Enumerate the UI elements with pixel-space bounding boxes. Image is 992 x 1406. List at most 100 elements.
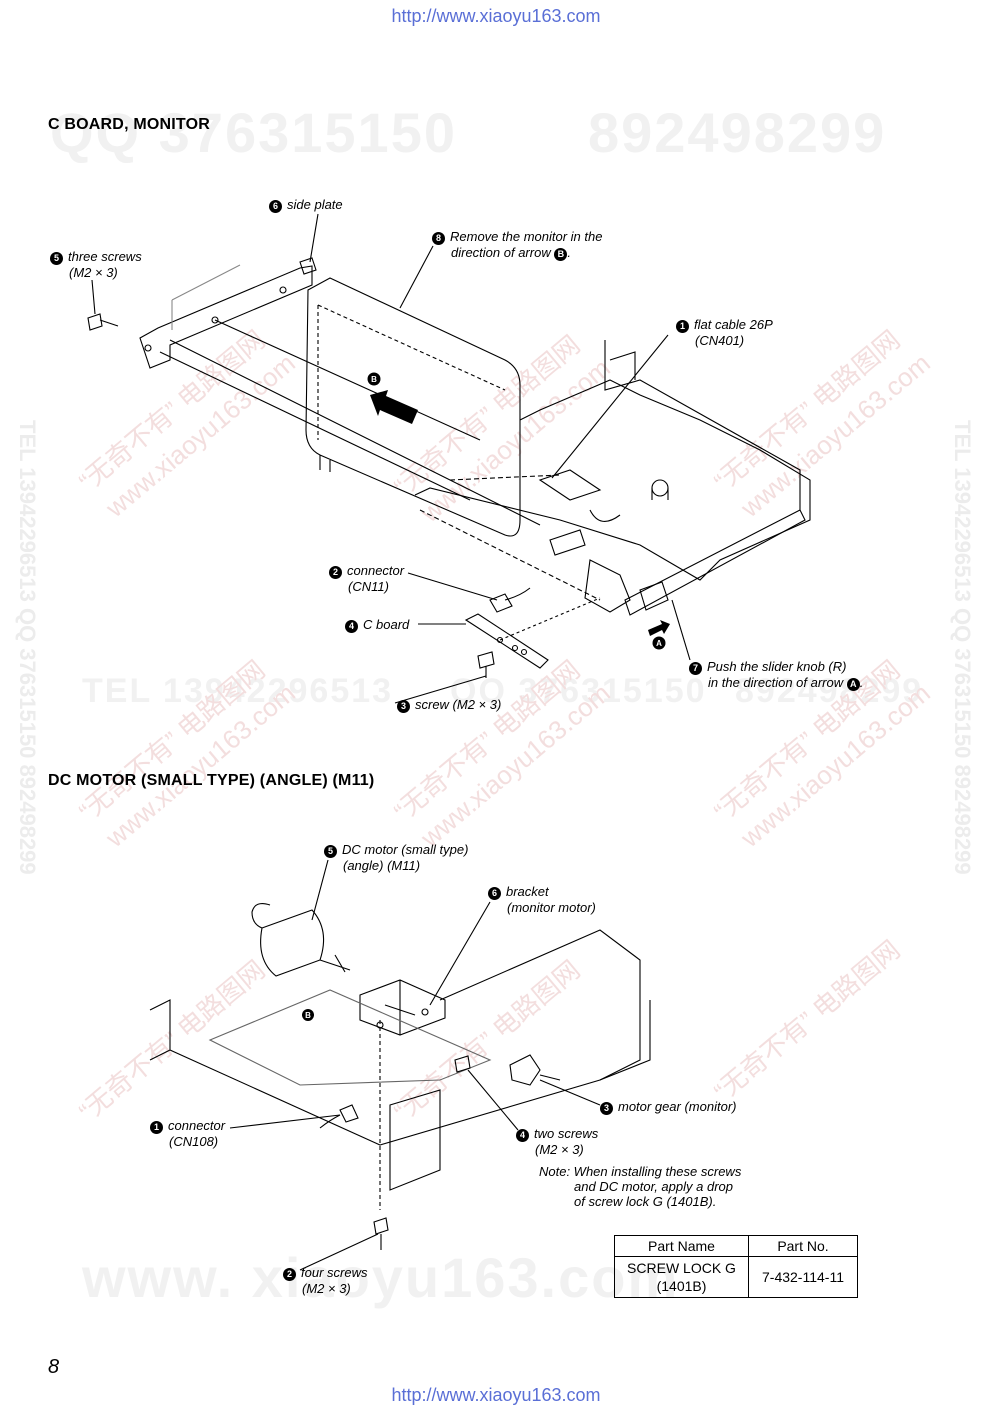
chassis-clip: [589, 509, 621, 522]
chassis-frame: [604, 340, 801, 510]
callout-number: 6: [488, 887, 501, 900]
footer-url[interactable]: http://www.xiaoyu163.com: [391, 1385, 601, 1405]
bracket-hole-2: [421, 1008, 429, 1016]
label-text: Push the slider knob (R): [707, 659, 847, 674]
arrow-a-shape: [648, 620, 670, 636]
callout-number: 4: [516, 1129, 529, 1142]
watermark-tel-mid: TEL 13942296513: [82, 672, 394, 710]
label-text: two screws: [534, 1126, 599, 1141]
leader-dc-motor: [311, 859, 329, 921]
leader-side-plate: [309, 213, 319, 263]
chassis-gear-housing: [584, 559, 631, 613]
arrow-b-marker-circle: [367, 372, 381, 386]
lower-drawing: [149, 859, 651, 1271]
chassis-outline-left: [171, 264, 241, 330]
label-text: four screws: [301, 1265, 368, 1280]
motor-gear: [509, 1054, 541, 1086]
note-line-1: Note: When installing these screws: [539, 1164, 742, 1179]
upper-drawing: [87, 213, 811, 704]
label-text-line2: (M2 × 3): [69, 265, 118, 280]
c-board-alignment: [499, 597, 601, 641]
monitor-hidden-lines: [317, 304, 506, 440]
lower-chassis-frame: [149, 999, 651, 1146]
c-board-screw: [477, 651, 495, 678]
four-screws-shape: [373, 1217, 389, 1250]
side-screw: [87, 313, 119, 331]
leader-connector-cn11: [407, 572, 498, 601]
label-text: DC motor (small type): [342, 842, 469, 857]
side-plate-hole-2: [211, 316, 219, 324]
motor-gear-shaft: [539, 1074, 561, 1081]
watermark-number-mid: 892498299: [735, 672, 924, 710]
label-text-line2: (angle) (M11): [343, 858, 421, 873]
cell-part-name: SCREW LOCK G (1401B): [614, 1256, 749, 1298]
note-line-2: and DC motor, apply a drop: [574, 1179, 733, 1194]
watermark-qq-top: QQ 376315150: [50, 101, 457, 164]
cell-part-no: 7-432-114-11: [748, 1256, 858, 1298]
c-board-hole-1: [496, 636, 504, 644]
header-url[interactable]: http://www.xiaoyu163.com: [391, 6, 601, 26]
note-line-3: of screw lock G (1401B).: [574, 1194, 717, 1209]
alignment-dashed: [419, 474, 601, 601]
side-plate-tab: [299, 257, 317, 275]
arrow-b-marker: B: [371, 375, 377, 384]
label-text-line2: (M2 × 3): [535, 1142, 584, 1157]
section1-title: C BOARD, MONITOR: [48, 116, 211, 133]
label-text: flat cable 26P: [694, 317, 773, 332]
callout-number: 3: [600, 1102, 613, 1115]
side-plate-hole-3: [279, 286, 287, 294]
watermark-number-top: 892498299: [588, 101, 887, 164]
leader-three-screws: [91, 279, 96, 315]
arrow-b-shape: [370, 390, 418, 424]
chassis-slot: [549, 529, 586, 556]
leader-four-screws: [299, 1233, 379, 1271]
callout-number: 4: [345, 620, 358, 633]
alignment-lines-left: [159, 319, 541, 526]
monitor-tabs: [319, 455, 331, 472]
lower-chassis-right: [439, 929, 641, 1081]
bracket: [359, 979, 446, 1036]
leader-remove-monitor: [399, 245, 434, 309]
board-b-marker: B: [305, 1011, 311, 1020]
monitor-panel: [305, 277, 521, 537]
label-end: .: [567, 245, 571, 260]
chassis-spindle: [651, 479, 669, 497]
label-text: side plate: [287, 197, 343, 212]
leader-screw: [394, 675, 487, 704]
label-text-line2: (M2 × 3): [302, 1281, 351, 1296]
label-text-line2: direction of arrow: [451, 245, 551, 260]
lower-chassis-post: [389, 1089, 441, 1191]
section2-title: DC MOTOR (SMALL TYPE) (ANGLE) (M11): [48, 772, 375, 789]
label-remove-monitor: 8 Remove the monitor in the direction of …: [432, 229, 602, 261]
callout-number: 5: [50, 252, 63, 265]
part-name-line1: SCREW LOCK G: [627, 1260, 736, 1276]
arrow-ref-marker: B: [554, 248, 568, 261]
connector-cn108: [319, 1104, 359, 1129]
callout-number: 5: [324, 845, 337, 858]
label-text: connector: [347, 563, 405, 578]
callout-number: 3: [397, 700, 410, 713]
c-board-hole-3: [520, 648, 528, 656]
slider-rail: [624, 509, 806, 616]
watermark-qq-mid: QQ 376315150: [450, 672, 707, 710]
header-part-name: Part Name: [614, 1235, 749, 1257]
connector-cn11: [489, 587, 531, 613]
side-plate: [139, 265, 313, 369]
label-text: Remove the monitor in the: [450, 229, 603, 244]
page-number: 8: [48, 1356, 60, 1378]
leader-slider: [671, 599, 691, 661]
table-row: SCREW LOCK G (1401B) 7-432-114-11: [614, 1256, 858, 1298]
callout-number: 8: [432, 232, 445, 245]
chassis-spindle-post: [651, 488, 669, 500]
label-text-line2: (CN108): [169, 1134, 219, 1149]
slider-knob: [639, 581, 669, 611]
leader-bracket: [429, 901, 491, 1006]
leader-two-screws: [467, 1069, 519, 1131]
screw-lock-note: Note: When installing these screws and D…: [539, 1164, 741, 1209]
